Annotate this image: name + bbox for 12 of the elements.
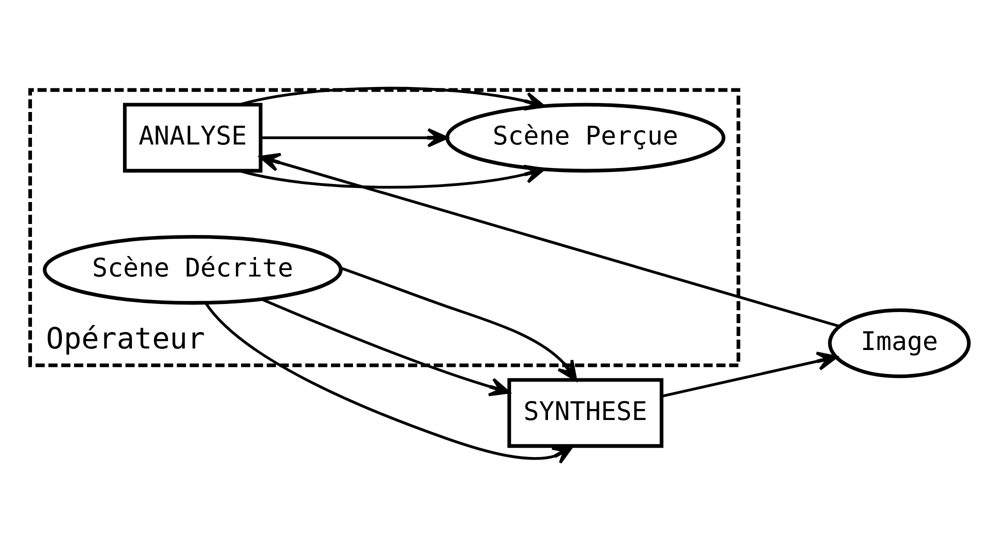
arrow <box>340 266 578 381</box>
arrow <box>259 152 840 328</box>
arrow <box>261 128 448 147</box>
node-ellipse: Scène Décrite <box>42 234 343 304</box>
node-ellipse: Image <box>828 308 971 378</box>
node-box: ANALYSE <box>122 102 262 172</box>
arrow <box>240 164 546 188</box>
node-ellipse: Scène Perçue <box>445 102 726 172</box>
node-box: SYNTHESE <box>507 378 664 448</box>
arrow <box>661 351 838 398</box>
arrow <box>260 297 510 396</box>
arrow <box>240 86 546 110</box>
